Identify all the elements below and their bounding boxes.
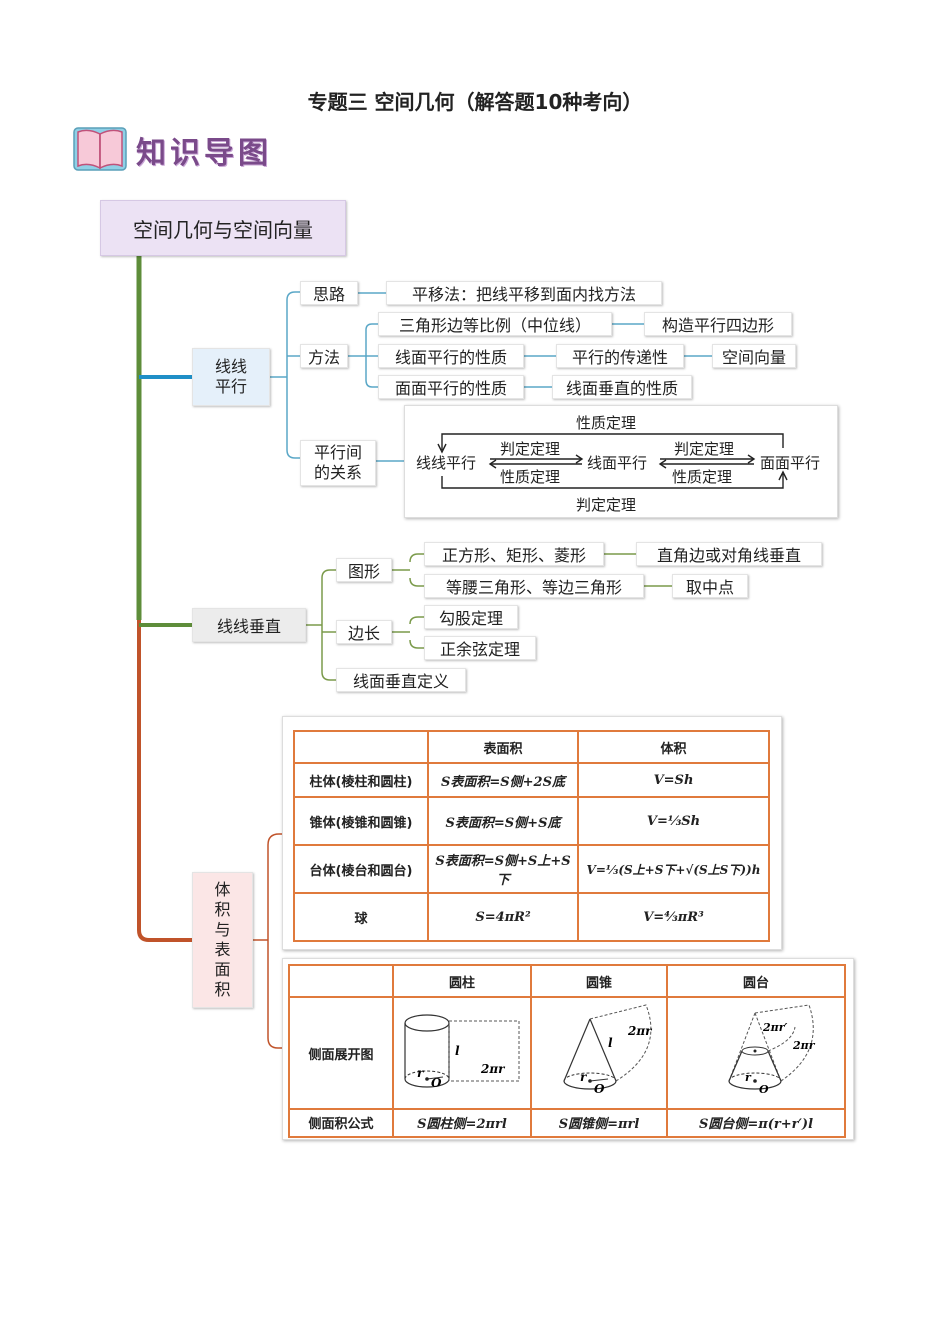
book-icon xyxy=(73,127,127,171)
node-pythagoras: 勾股定理 xyxy=(424,605,518,629)
node-label: 表 xyxy=(214,940,231,959)
relation-diagram xyxy=(404,405,838,518)
table-header: 表面积 xyxy=(427,730,579,764)
node-triangle-ratio: 三角形边等比例（中位线） xyxy=(378,312,612,336)
frustum-net-cell: 2πr′ 2πr r O xyxy=(666,996,846,1110)
table-row-label: 球 xyxy=(293,892,429,942)
node-plane-plane-parallel-prop: 面面平行的性质 xyxy=(378,375,524,399)
relation-judge-right: 判定定理 xyxy=(674,440,735,458)
formula-cell: V=⅓Sh xyxy=(577,796,770,846)
node-methods: 方法 xyxy=(300,344,348,368)
formula-cell: V=⅓(S上+S下+√(S上S下))h xyxy=(577,844,770,894)
banner-title: 知识导图 xyxy=(136,136,272,171)
node-transitivity: 平行的传递性 xyxy=(556,344,684,368)
relation-node-line-plane: 线面平行 xyxy=(587,454,648,472)
document-title: 专题三 空间几何（解答题10种考向） xyxy=(307,90,643,114)
formula-cell: S表面积=S侧+S上+S下 xyxy=(427,844,579,894)
lateral-surface-table: 圆柱 圆锥 圆台 侧面展开图 l 2πr r O xyxy=(288,963,846,1139)
formula-cell: S圆锥侧=πrl xyxy=(530,1107,668,1139)
relation-node-line-line: 线线平行 xyxy=(416,454,477,472)
table-header xyxy=(288,963,394,999)
node-parallel-relation: 平行间 的关系 xyxy=(300,440,376,486)
table-row-label: 柱体(棱柱和圆柱) xyxy=(293,762,429,798)
label-r: r xyxy=(580,1070,588,1084)
cylinder-net-figure: l 2πr r O xyxy=(404,1014,520,1090)
cone-net-cell: l 2πr r O xyxy=(530,996,668,1110)
node-line-plane-perp-def: 线面垂直定义 xyxy=(336,668,466,692)
label-o: O xyxy=(594,1082,605,1096)
node-parallelogram: 构造平行四边形 xyxy=(644,312,792,336)
label-r: r xyxy=(417,1066,425,1080)
formula-cell: S表面积=S侧+2S底 xyxy=(427,762,579,798)
table-header xyxy=(293,730,429,764)
node-idea: 思路 xyxy=(300,281,358,305)
node-label: 平行间 xyxy=(313,443,362,462)
node-label: 体 xyxy=(214,880,231,899)
label-2pir: 2πr xyxy=(480,1062,506,1076)
node-label: 平行 xyxy=(214,377,247,396)
formula-cell: V=⁴⁄₃πR³ xyxy=(577,892,770,942)
root-node: 空间几何与空间向量 xyxy=(100,200,346,256)
label-2pir: 2πr xyxy=(792,1039,816,1052)
surface-volume-table: 表面积 体积 柱体(棱柱和圆柱) S表面积=S侧+2S底 V=Sh 锥体(棱锥和… xyxy=(293,730,770,942)
relation-judge-left: 判定定理 xyxy=(500,440,561,458)
node-translation-method: 平移法：把线平移到面内找方法 xyxy=(386,281,662,305)
label-r: r xyxy=(745,1071,752,1084)
frustum-net-figure: 2πr′ 2πr r O xyxy=(728,1004,816,1096)
node-line-plane-perp-prop: 线面垂直的性质 xyxy=(552,375,692,399)
node-side-length: 边长 xyxy=(336,620,392,644)
label-2pir: 2πr xyxy=(627,1024,653,1038)
table-header: 圆柱 xyxy=(392,963,532,999)
node-line-line-perp: 线线垂直 xyxy=(192,608,306,642)
formula-cell: S表面积=S侧+S底 xyxy=(427,796,579,846)
node-square-rect-rhombus: 正方形、矩形、菱形 xyxy=(424,542,604,566)
label-o: O xyxy=(431,1076,442,1090)
node-label: 的关系 xyxy=(313,463,362,482)
relation-top-label: 性质定理 xyxy=(576,414,637,432)
table-header: 圆锥 xyxy=(530,963,668,999)
node-shape: 图形 xyxy=(336,558,392,582)
node-label: 线线 xyxy=(214,357,247,376)
cylinder-net-cell: l 2πr r O xyxy=(392,996,532,1110)
node-line-line-parallel: 线线 平行 xyxy=(192,348,270,406)
label-l: l xyxy=(608,1036,613,1050)
relation-prop-right: 性质定理 xyxy=(672,468,733,486)
table-header: 体积 xyxy=(577,730,770,764)
node-label: 积 xyxy=(214,900,231,919)
formula-cell: S=4πR² xyxy=(427,892,579,942)
node-label: 积 xyxy=(214,980,231,999)
node-volume-surface: 体 积 与 表 面 积 xyxy=(192,872,253,1008)
label-l: l xyxy=(455,1044,460,1058)
relation-node-plane-plane: 面面平行 xyxy=(760,454,821,472)
label-2pir-prime: 2πr′ xyxy=(762,1021,788,1034)
table-header: 圆台 xyxy=(666,963,846,999)
formula-cell: S圆台侧=π(r+r′)l xyxy=(666,1107,846,1139)
formula-cell: S圆柱侧=2πrl xyxy=(392,1107,532,1139)
relation-bottom-label: 判定定理 xyxy=(576,496,637,514)
table-row-label: 侧面积公式 xyxy=(288,1107,394,1139)
table-row-label: 侧面展开图 xyxy=(288,996,394,1110)
table-row-label: 台体(棱台和圆台) xyxy=(293,844,429,894)
node-space-vector: 空间向量 xyxy=(712,344,796,368)
cone-net-figure: l 2πr r O xyxy=(563,1004,653,1096)
table-row-label: 锥体(棱锥和圆锥) xyxy=(293,796,429,846)
label-o: O xyxy=(759,1083,769,1096)
node-diagonal-perp: 直角边或对角线垂直 xyxy=(636,542,822,566)
node-label: 面 xyxy=(214,960,231,979)
node-midpoint: 取中点 xyxy=(672,574,748,598)
formula-cell: V=Sh xyxy=(577,762,770,798)
node-line-plane-parallel-prop: 线面平行的性质 xyxy=(378,344,524,368)
relation-prop-left: 性质定理 xyxy=(500,468,561,486)
node-sine-cosine-law: 正余弦定理 xyxy=(424,636,536,660)
node-label: 与 xyxy=(214,920,231,939)
node-isosceles-triangle: 等腰三角形、等边三角形 xyxy=(424,574,644,598)
